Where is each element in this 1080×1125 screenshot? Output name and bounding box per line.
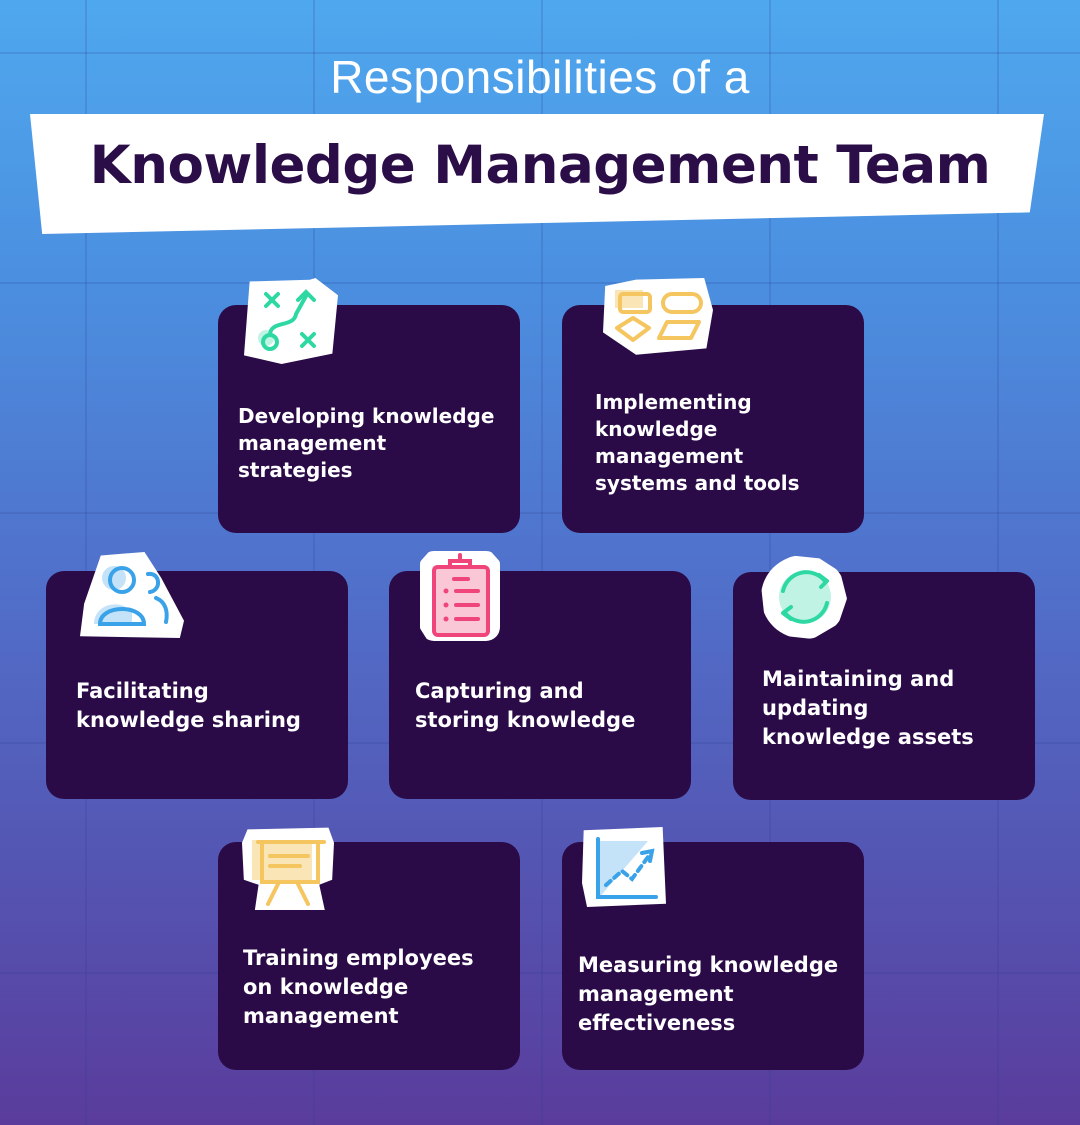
card-label: Training employees on knowledge manageme… <box>243 944 513 1031</box>
card-implementing-systems: Implementing knowledge management system… <box>562 305 864 533</box>
strategy-map-icon <box>244 278 338 364</box>
title-banner <box>30 114 1044 234</box>
card-label-line: knowledge <box>595 417 718 441</box>
card-label-line: strategies <box>238 458 353 482</box>
card-label-line: effectiveness <box>578 1011 736 1035</box>
card-label-line: Facilitating <box>76 679 209 703</box>
card-label-line: Implementing <box>595 390 752 414</box>
card-label: Maintaining and updating knowledge asset… <box>762 665 1032 752</box>
card-label: Capturing and storing knowledge <box>415 677 685 735</box>
flowchart-shapes-icon <box>603 278 713 355</box>
card-label-line: knowledge assets <box>762 725 974 749</box>
card-label-line: Capturing and <box>415 679 584 703</box>
card-label-line: knowledge sharing <box>76 708 301 732</box>
refresh-cycle-icon <box>761 555 847 639</box>
card-label-line: on knowledge <box>243 975 409 999</box>
growth-chart-icon <box>582 827 666 907</box>
card-label-line: management <box>238 431 387 455</box>
presentation-board-icon <box>242 827 334 910</box>
card-label-line: Developing knowledge <box>238 404 495 428</box>
card-label-line: Training employees <box>243 946 474 970</box>
page-subtitle: Responsibilities of a <box>330 51 750 103</box>
page-title: Knowledge Management Team <box>89 135 991 196</box>
card-label-line: Measuring knowledge <box>578 953 839 977</box>
clipboard-list-icon <box>420 551 500 641</box>
card-label: Facilitating knowledge sharing <box>76 677 346 735</box>
card-label-line: management <box>243 1004 399 1028</box>
card-label: Measuring knowledge management effective… <box>578 951 848 1038</box>
card-label-line: Maintaining and <box>762 667 955 691</box>
card-label-line: storing knowledge <box>415 708 636 732</box>
card-label-line: updating <box>762 696 869 720</box>
card-label-line: management <box>595 444 744 468</box>
card-label: Implementing knowledge management system… <box>595 389 865 497</box>
users-group-icon <box>80 552 184 638</box>
card-label-line: management <box>578 982 734 1006</box>
card-label-line: systems and tools <box>595 471 800 495</box>
card-label: Developing knowledge management strategi… <box>238 403 508 484</box>
